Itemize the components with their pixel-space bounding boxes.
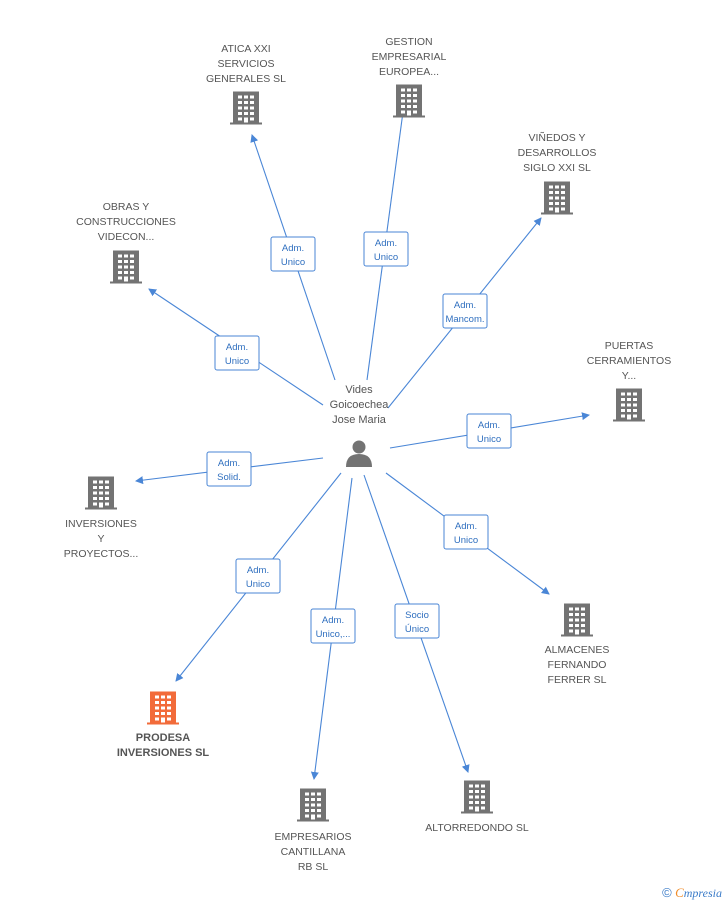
- relation-label-inversiones[interactable]: Adm. Solid.: [206, 451, 252, 487]
- relation-text: Adm.: [455, 521, 477, 532]
- company-name-line: ALTORREDONDO SL: [425, 822, 529, 834]
- relation-label-obras[interactable]: Adm. Unico: [214, 335, 260, 371]
- building-icon: [561, 603, 593, 637]
- center-name-line: Goicoechea: [330, 399, 390, 411]
- company-name-line: PUERTAS: [605, 340, 654, 352]
- building-icon: [461, 780, 493, 814]
- relation-label-empresarios[interactable]: Adm. Unico,...: [310, 608, 356, 644]
- relation-text: Unico: [477, 434, 501, 445]
- company-name-line: PROYECTOS...: [64, 548, 139, 560]
- building-icon: [110, 250, 142, 284]
- company-name-line: INVERSIONES SL: [117, 747, 210, 759]
- relation-label-atica[interactable]: Adm. Unico: [270, 236, 316, 272]
- building-icon: [297, 788, 329, 822]
- relation-text: Unico: [281, 257, 305, 268]
- relation-text: Unico,...: [316, 629, 351, 640]
- edges-layer: Adm.UnicoAdm.UnicoAdm.Mancom.Adm.UnicoAd…: [135, 96, 590, 780]
- company-name-line: FERNANDO: [548, 659, 607, 671]
- company-name-line: RB SL: [298, 861, 329, 873]
- company-node-gestion[interactable]: GESTION EMPRESARIAL EUROPEA...: [372, 36, 447, 118]
- company-node-puertas[interactable]: PUERTAS CERRAMIENTOS Y...: [587, 340, 671, 422]
- person-icon: [346, 440, 372, 467]
- relation-text: Adm.: [454, 300, 476, 311]
- brand-name: mpresia: [683, 886, 722, 900]
- relation-text: Adm.: [478, 420, 500, 431]
- relation-edge-puertas: Adm. Unico: [389, 412, 590, 449]
- company-name-line: VIÑEDOS Y: [529, 131, 586, 144]
- company-name-line: ATICA XXI: [221, 43, 270, 55]
- company-node-atica[interactable]: ATICA XXI SERVICIOS GENERALES SL: [206, 43, 286, 125]
- building-icon: [85, 476, 117, 510]
- company-name-line: Y: [97, 533, 104, 545]
- company-name-line: EMPRESARIAL: [372, 51, 447, 63]
- relation-text: Unico: [374, 252, 398, 263]
- building-icon: [613, 388, 645, 422]
- relation-text: Adm.: [282, 243, 304, 254]
- relation-label-vinedos[interactable]: Adm. Mancom.: [442, 293, 488, 329]
- relation-text: Socio: [405, 610, 429, 621]
- relation-edge-atica: Adm. Unico: [250, 134, 336, 381]
- company-name-line: SIGLO XXI SL: [523, 162, 591, 174]
- relation-text: Unico: [246, 579, 270, 590]
- company-name-line: FERRER SL: [548, 674, 607, 686]
- company-node-empresarios[interactable]: EMPRESARIOS CANTILLANA RB SL: [274, 788, 352, 874]
- relation-label-puertas[interactable]: Adm. Unico: [466, 413, 512, 449]
- company-name-line: VIDECON...: [98, 231, 155, 243]
- company-name-line: Y...: [622, 370, 636, 382]
- relation-text: Adm.: [375, 238, 397, 249]
- company-node-prodesa[interactable]: PRODESA INVERSIONES SL: [117, 691, 210, 760]
- relation-text: Adm.: [322, 615, 344, 626]
- company-name-line: SERVICIOS: [218, 58, 275, 70]
- copyright-symbol: ©: [662, 885, 672, 900]
- company-name-line: PRODESA: [136, 732, 190, 744]
- building-icon: [147, 691, 179, 725]
- company-name-line: GESTION: [385, 36, 432, 48]
- company-name-line: CANTILLANA: [281, 846, 346, 858]
- company-node-inversiones[interactable]: INVERSIONES Y PROYECTOS...: [64, 476, 139, 561]
- company-name-line: INVERSIONES: [65, 518, 137, 530]
- building-icon: [230, 91, 262, 125]
- company-name-line: ALMACENES: [545, 644, 610, 656]
- relation-label-gestion[interactable]: Adm. Unico: [363, 231, 409, 267]
- relation-edge-prodesa: Adm. Unico: [175, 472, 342, 682]
- company-name-line: EMPRESARIOS: [274, 831, 351, 843]
- relation-edge-vinedos: Adm. Mancom.: [387, 217, 542, 409]
- brand-initial: C: [675, 885, 684, 900]
- center-name-line: Jose Maria: [332, 414, 387, 426]
- relation-text: Solid.: [217, 472, 241, 483]
- relation-edge-inversiones: Adm. Solid.: [135, 451, 324, 487]
- company-node-vinedos[interactable]: VIÑEDOS Y DESARROLLOS SIGLO XXI SL: [518, 131, 597, 215]
- company-name-line: DESARROLLOS: [518, 147, 597, 159]
- company-name-line: CERRAMIENTOS: [587, 355, 671, 367]
- company-name-line: CONSTRUCCIONES: [76, 216, 176, 228]
- relation-edge-obras: Adm. Unico: [148, 288, 324, 406]
- company-node-altorredondo[interactable]: ALTORREDONDO SL: [425, 780, 529, 835]
- relation-text: Unico: [454, 535, 478, 546]
- company-name-line: OBRAS Y: [103, 201, 150, 213]
- footer-brand: © Cmpresia: [662, 885, 722, 901]
- company-name-line: EUROPEA...: [379, 66, 439, 78]
- relation-text: Mancom.: [445, 314, 484, 325]
- relation-text: Adm.: [247, 565, 269, 576]
- relation-label-almacenes[interactable]: Adm. Unico: [443, 514, 489, 550]
- relation-label-prodesa[interactable]: Adm. Unico: [235, 558, 281, 594]
- relation-text: Adm.: [226, 342, 248, 353]
- relation-text: Único: [405, 624, 429, 635]
- relation-edge-empresarios: Adm. Unico,...: [310, 477, 356, 780]
- building-icon: [541, 181, 573, 215]
- company-name-line: GENERALES SL: [206, 73, 286, 85]
- nodes-layer: ATICA XXI SERVICIOS GENERALES SL GESTION EMP…: [64, 36, 671, 873]
- relation-text: Unico: [225, 356, 249, 367]
- building-icon: [393, 84, 425, 118]
- relation-edge-almacenes: Adm. Unico: [385, 472, 550, 595]
- relation-text: Adm.: [218, 458, 240, 469]
- company-node-obras[interactable]: OBRAS Y CONSTRUCCIONES VIDECON...: [76, 201, 176, 284]
- company-node-almacenes[interactable]: ALMACENES FERNANDO FERRER SL: [545, 603, 610, 687]
- center-name-line: Vides: [345, 384, 373, 396]
- relation-edge-gestion: Adm. Unico: [363, 96, 409, 381]
